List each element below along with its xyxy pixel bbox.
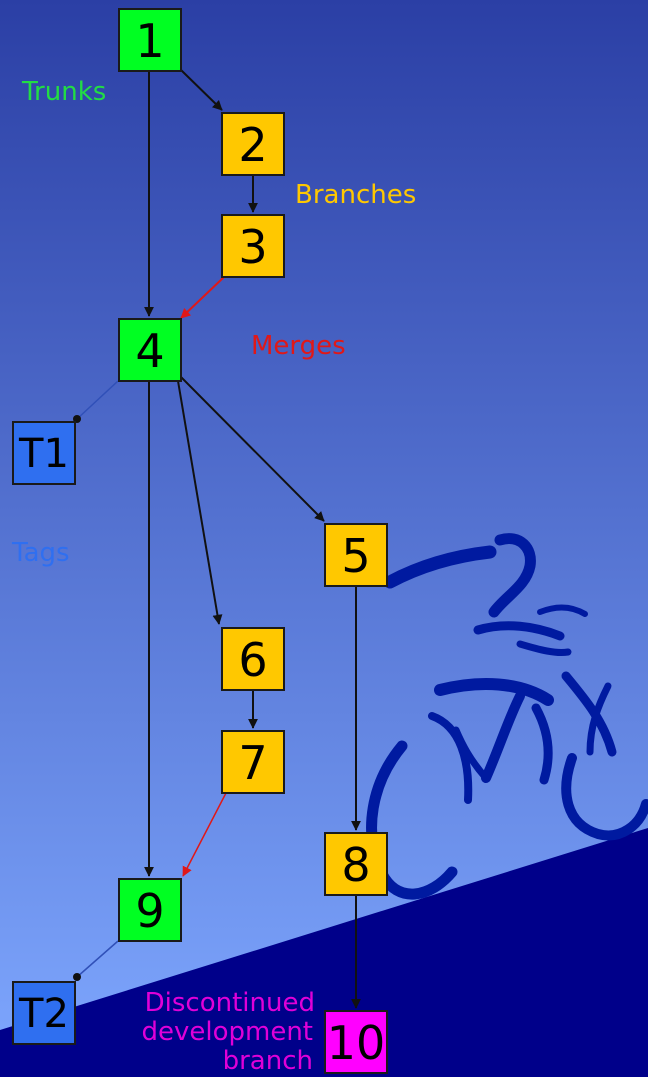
branch-node-7: 7: [221, 730, 285, 794]
edge-4-5: [179, 375, 325, 522]
tag-node-t2: T2: [12, 981, 76, 1045]
node-label: 9: [135, 884, 164, 938]
tag-edge-4-t1: [76, 380, 119, 420]
tag-edge-9-t2: [76, 940, 119, 978]
legend-tags: Tags: [11, 538, 70, 568]
node-label: T2: [18, 991, 69, 1037]
node-label: T1: [18, 431, 69, 477]
discontinued-node-10: 10: [324, 1010, 388, 1074]
edge-4-6: [177, 380, 223, 625]
nodes: 1 2 3 4 T1 5 6 7: [12, 8, 388, 1074]
node-label: 2: [238, 118, 267, 172]
discontinued-label-line-3: branch: [223, 1046, 313, 1076]
discontinued-label-line-1: Discontinued: [145, 988, 315, 1018]
edges: [73, 69, 361, 1009]
branch-node-6: 6: [221, 627, 285, 691]
legend-merges: Merges: [251, 331, 346, 361]
node-label: 5: [341, 529, 370, 583]
node-label: 4: [135, 324, 164, 378]
trunk-node-9: 9: [118, 878, 182, 942]
node-label: 8: [341, 838, 370, 892]
node-label: 1: [135, 14, 164, 68]
branch-node-8: 8: [324, 832, 388, 896]
discontinued-label-line-2: development: [141, 1017, 313, 1047]
discontinued-label: Discontinued development branch: [141, 988, 315, 1076]
node-label: 3: [238, 220, 267, 274]
node-label: 6: [238, 633, 267, 687]
legend-branches: Branches: [295, 180, 416, 210]
branch-node-3: 3: [221, 214, 285, 278]
tag-dot-t2: [73, 973, 81, 981]
merge-edge-7-9: [182, 792, 227, 877]
trunk-node-4: 4: [118, 318, 182, 382]
node-label: 10: [327, 1016, 386, 1070]
edge-1-2: [180, 69, 223, 111]
legend-trunks: Trunks: [21, 77, 106, 107]
tag-node-t1: T1: [12, 421, 76, 485]
node-label: 7: [238, 736, 267, 790]
branch-node-5: 5: [324, 523, 388, 587]
branch-node-2: 2: [221, 112, 285, 176]
ground-slope: [0, 828, 648, 1077]
trunk-node-1: 1: [118, 8, 182, 72]
merge-edge-3-4: [180, 276, 225, 319]
cyclist-icon: [366, 533, 648, 900]
